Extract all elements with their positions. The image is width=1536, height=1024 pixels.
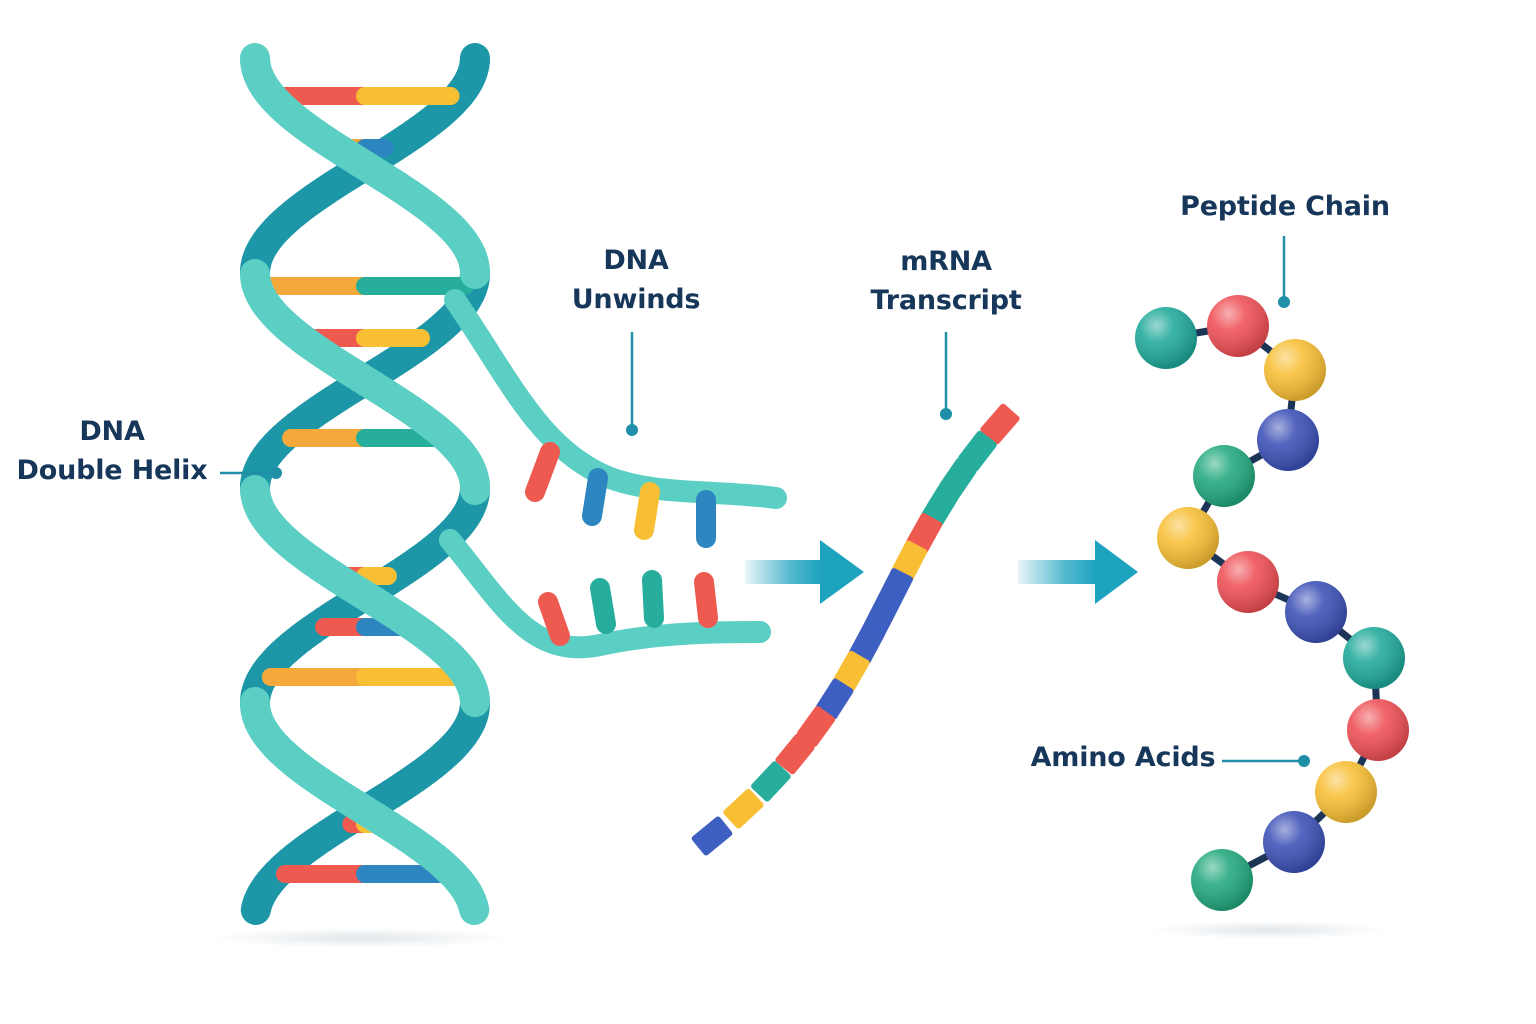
label-dna-unwinds-line2: Unwinds <box>571 284 701 315</box>
callout-dot-helix <box>270 467 282 479</box>
unwound-upper-base-2 <box>634 482 660 540</box>
unwound-upper-base-0 <box>525 442 560 502</box>
label-dna-unwinds-line1: DNA <box>603 245 669 276</box>
mrna-nucleotide-12 <box>775 733 815 775</box>
amino-acid-shine-10 <box>1315 761 1377 823</box>
label-dna-unwinds: DNA Unwinds <box>556 241 716 319</box>
label-amino-acids: Amino Acids <box>1026 738 1220 777</box>
mrna-nucleotide-10 <box>816 678 854 720</box>
callout-dot-peptide <box>1278 296 1290 308</box>
label-peptide-chain: Peptide Chain <box>1160 187 1410 226</box>
process-arrows <box>745 540 1138 604</box>
mrna-nucleotide-2 <box>938 458 977 500</box>
label-mrna-transcript-line2: Transcript <box>870 285 1022 316</box>
arrow-shaft-0 <box>745 560 820 584</box>
amino-acid-shine-9 <box>1347 699 1409 761</box>
unwound-lower-base-2 <box>642 570 664 628</box>
dna-helix-front-strand <box>240 43 490 925</box>
arrow-head-1 <box>1095 540 1138 604</box>
unwound-lower-base-1 <box>590 578 616 634</box>
mrna-nucleotide-13 <box>751 761 791 802</box>
amino-acid-chain <box>1135 295 1409 911</box>
arrow-head-0 <box>820 540 864 604</box>
mrna-nucleotide-0 <box>980 403 1020 445</box>
unwound-upper-base-1 <box>582 468 608 526</box>
mrna-nucleotide-11 <box>796 706 836 747</box>
helix-floor-shadow <box>210 928 510 948</box>
amino-acid-shine-3 <box>1257 409 1319 471</box>
amino-acid-shine-2 <box>1264 339 1326 401</box>
callout-dot-mrna <box>940 408 952 420</box>
dna-unwound-strands <box>439 289 787 659</box>
helix-backbone-segment-0-212 <box>458 891 490 925</box>
dna-helix-back-strand <box>240 43 490 925</box>
unwound-lower-backbone <box>439 529 771 659</box>
label-amino-acids-text: Amino Acids <box>1030 742 1216 773</box>
label-mrna-transcript: mRNA Transcript <box>858 242 1034 320</box>
callout-dot-amino <box>1298 755 1310 767</box>
label-mrna-transcript-line1: mRNA <box>900 246 992 277</box>
label-dna-double-helix-line2: Double Helix <box>16 455 208 486</box>
amino-acid-shine-12 <box>1191 849 1253 911</box>
unwound-upper-backbone <box>444 289 787 509</box>
callout-dot-unwinds <box>626 424 638 436</box>
label-peptide-chain-text: Peptide Chain <box>1180 191 1390 222</box>
amino-acid-shine-7 <box>1285 581 1347 643</box>
amino-acid-shine-6 <box>1217 551 1279 613</box>
amino-acid-shine-11 <box>1263 811 1325 873</box>
mrna-nucleotide-8 <box>848 623 885 665</box>
mrna-nucleotide-15 <box>691 816 733 856</box>
mrna-nucleotide-14 <box>723 788 764 829</box>
amino-acid-shine-4 <box>1193 445 1255 507</box>
helix-backbone-segment-1-425 <box>240 891 272 925</box>
arrow-shaft-1 <box>1018 560 1095 584</box>
amino-acid-shine-0 <box>1135 307 1197 369</box>
label-leader-lines <box>220 236 1310 767</box>
unwound-lower-base-3 <box>694 572 718 628</box>
amino-acid-shine-5 <box>1157 507 1219 569</box>
mrna-transcript <box>691 403 1020 856</box>
mrna-nucleotide-1 <box>958 430 997 472</box>
peptide-floor-shadow <box>1148 921 1388 939</box>
unwound-lower-base-0 <box>538 592 570 646</box>
label-dna-double-helix-line1: DNA <box>79 416 145 447</box>
mrna-nucleotide-3 <box>921 485 959 527</box>
amino-acid-shine-1 <box>1207 295 1269 357</box>
amino-acid-shine-8 <box>1343 627 1405 689</box>
mrna-nucleotide-9 <box>833 650 870 692</box>
label-dna-double-helix: DNA Double Helix <box>8 412 216 490</box>
